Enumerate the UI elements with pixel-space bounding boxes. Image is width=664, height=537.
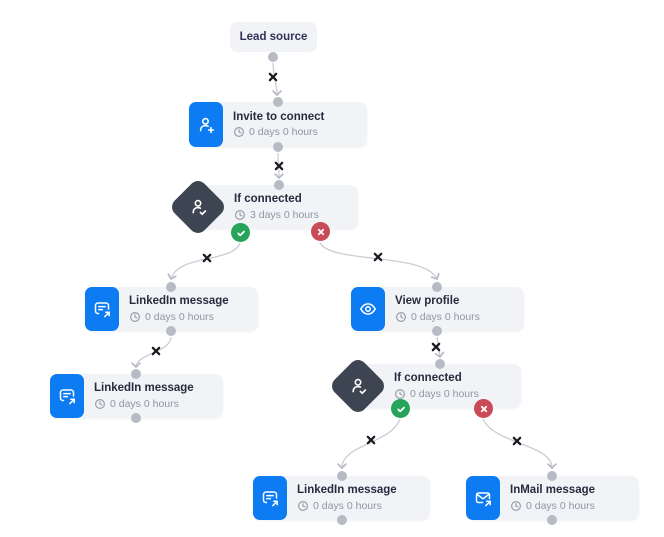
- node-linkedin-message-2[interactable]: LinkedIn message 0 days 0 hours: [50, 374, 223, 418]
- node-delay: 0 days 0 hours: [395, 311, 480, 323]
- node-delay-text: 0 days 0 hours: [411, 310, 480, 323]
- node-title: Invite to connect: [233, 110, 325, 123]
- edge-x-icon[interactable]: [372, 251, 384, 263]
- node-title: LinkedIn message: [297, 484, 397, 497]
- node-title: If connected: [234, 193, 302, 206]
- cross-circle-icon: [474, 399, 493, 418]
- clock-icon: [233, 127, 245, 138]
- node-title: LinkedIn message: [94, 382, 194, 395]
- edge-x-icon[interactable]: [430, 341, 442, 353]
- node-delay-text: 3 days 0 hours: [250, 208, 319, 221]
- edge-x-icon[interactable]: [365, 434, 377, 446]
- chat-arrow-icon: [85, 287, 119, 331]
- node-lead-source[interactable]: Lead source: [230, 22, 317, 52]
- node-if-connected-1[interactable]: If connected 3 days 0 hours: [200, 185, 358, 229]
- eye-icon: [351, 287, 385, 331]
- node-title: InMail message: [510, 484, 596, 497]
- check-circle-icon: [231, 223, 250, 242]
- edge-x-icon[interactable]: [150, 345, 162, 357]
- node-invite-to-connect[interactable]: Invite to connect 0 days 0 hours: [189, 102, 367, 147]
- node-delay: 0 days 0 hours: [297, 500, 397, 512]
- node-delay: 0 days 0 hours: [394, 388, 479, 400]
- edge-x-icon[interactable]: [511, 435, 523, 447]
- edge-x-icon[interactable]: [273, 160, 285, 172]
- node-title: LinkedIn message: [129, 295, 229, 308]
- node-delay: 0 days 0 hours: [510, 500, 595, 512]
- clock-icon: [394, 388, 406, 399]
- check-circle-icon: [391, 399, 410, 418]
- node-delay: 0 days 0 hours: [129, 311, 229, 323]
- connection-port: [268, 52, 278, 62]
- chat-arrow-icon: [50, 374, 84, 418]
- node-delay-text: 0 days 0 hours: [526, 499, 595, 512]
- node-delay: 0 days 0 hours: [94, 398, 194, 410]
- node-title: View profile: [395, 295, 460, 308]
- edge-x-icon[interactable]: [201, 252, 213, 264]
- chat-arrow-icon: [253, 476, 287, 520]
- node-view-profile[interactable]: View profile 0 days 0 hours: [351, 287, 524, 331]
- node-delay-text: 0 days 0 hours: [110, 397, 179, 410]
- clock-icon: [297, 500, 309, 511]
- node-title: Lead source: [239, 31, 308, 43]
- envelope-arrow-icon: [466, 476, 500, 520]
- node-delay-text: 0 days 0 hours: [249, 126, 318, 139]
- clock-icon: [510, 500, 522, 511]
- node-delay-text: 0 days 0 hours: [145, 310, 214, 323]
- clock-icon: [129, 311, 141, 322]
- clock-icon: [395, 311, 407, 322]
- node-if-connected-2[interactable]: If connected 0 days 0 hours: [360, 364, 521, 408]
- node-inmail-message[interactable]: InMail message 0 days 0 hours: [466, 476, 639, 520]
- edge-x-icon[interactable]: [267, 71, 279, 83]
- node-delay: 3 days 0 hours: [234, 209, 319, 221]
- clock-icon: [94, 398, 106, 409]
- person-check-icon: [328, 356, 388, 416]
- clock-icon: [234, 209, 246, 220]
- node-delay-text: 0 days 0 hours: [410, 387, 479, 400]
- cross-circle-icon: [311, 222, 330, 241]
- node-linkedin-message-1[interactable]: LinkedIn message 0 days 0 hours: [85, 287, 258, 331]
- person-check-icon: [168, 177, 228, 237]
- node-title: If connected: [394, 372, 462, 385]
- node-delay-text: 0 days 0 hours: [313, 499, 382, 512]
- node-linkedin-message-3[interactable]: LinkedIn message 0 days 0 hours: [253, 476, 430, 520]
- person-add-icon: [189, 102, 223, 147]
- node-delay: 0 days 0 hours: [233, 126, 324, 138]
